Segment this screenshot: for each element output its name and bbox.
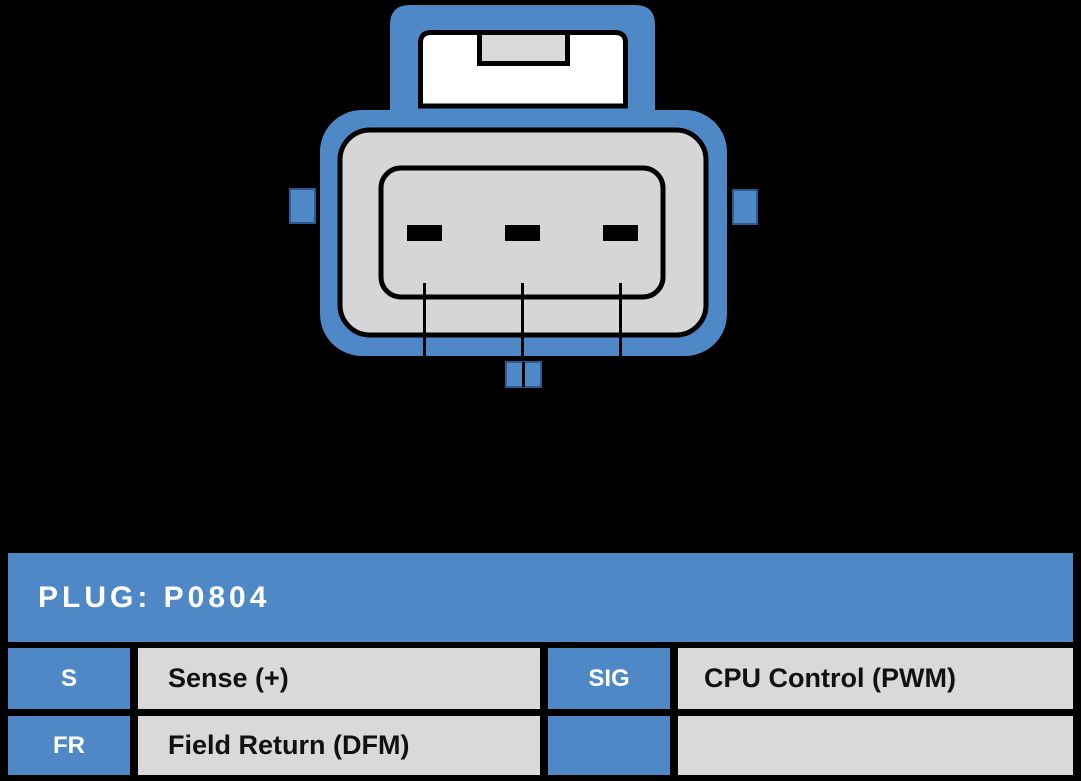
pin-desc-cell-sense: Sense (+) bbox=[138, 648, 540, 709]
pin-desc-cell-empty bbox=[678, 716, 1073, 775]
pin-label-cell-s: S bbox=[8, 648, 130, 709]
latch-window bbox=[418, 30, 628, 109]
connector-diagram bbox=[289, 5, 758, 388]
pin-slot-2 bbox=[505, 225, 540, 241]
pinout-table: PLUG: P0804 S Sense (+) SIG CPU Control … bbox=[0, 545, 1081, 781]
plug-title: PLUG: P0804 bbox=[38, 580, 271, 614]
pin-desc-cell-field-return: Field Return (DFM) bbox=[138, 716, 540, 775]
pin-desc-cell-cpu-control: CPU Control (PWM) bbox=[678, 648, 1073, 709]
pin-label-cell-empty bbox=[548, 716, 670, 775]
pin-slot-1 bbox=[407, 225, 442, 241]
connector-diagram-area bbox=[289, 5, 758, 388]
table-header: PLUG: P0804 bbox=[8, 553, 1073, 642]
pin-label-cell-fr: FR bbox=[8, 716, 130, 775]
side-wing-left bbox=[289, 188, 316, 224]
latch-notch bbox=[477, 30, 570, 66]
table-row: S Sense (+) SIG CPU Control (PWM) bbox=[8, 648, 1073, 709]
pin-label-cell-sig: SIG bbox=[548, 648, 670, 709]
side-wing-right bbox=[732, 189, 758, 225]
pin-slot-3 bbox=[603, 225, 638, 241]
table-row: FR Field Return (DFM) bbox=[8, 716, 1073, 775]
